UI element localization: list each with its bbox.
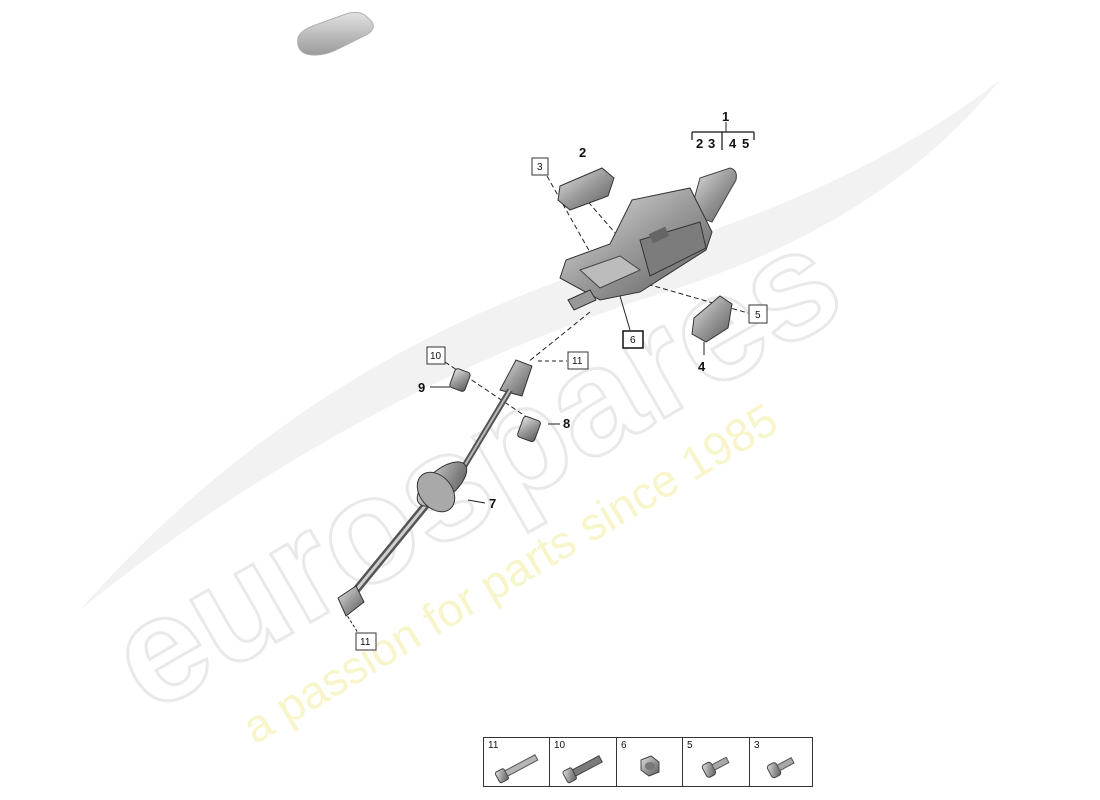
short-screw-icon: [701, 756, 730, 778]
boxed-callout-5-text: 5: [755, 310, 761, 321]
legend-cell-3: 3: [750, 738, 814, 786]
sleeve-part-8: [517, 415, 541, 443]
intermediate-shaft: [459, 359, 533, 472]
steering-column-assembly: [559, 167, 737, 311]
boxed-callout-10-text: 10: [430, 351, 442, 362]
legend-cell-11: 11: [484, 738, 550, 786]
boxed-callout-10: 10: [426, 346, 446, 365]
callout-7: 7: [489, 496, 496, 511]
callout-2: 2: [579, 145, 586, 160]
legend-number: 10: [554, 740, 566, 751]
bracket-item-5: 5: [742, 136, 749, 151]
switch-module: [557, 167, 615, 211]
sleeve-part-9: [449, 368, 471, 392]
legend-number: 11: [488, 740, 499, 751]
assembly-bracket: [691, 131, 755, 150]
boxed-callout-11-upper: 11: [567, 351, 589, 370]
boxed-callout-11-upper-text: 11: [572, 356, 583, 367]
boxed-callout-11-lower-text: 11: [360, 637, 371, 648]
boxed-callout-3-text: 3: [537, 162, 543, 173]
lower-shaft-with-boot: [337, 461, 468, 617]
car-thumbnail-icon: [297, 11, 374, 56]
callout-1: 1: [722, 109, 729, 124]
bracket-item-2: 2: [696, 136, 703, 151]
long-bolt-icon: [494, 754, 539, 784]
nut-icon: [640, 755, 660, 777]
bracket-item-3: 3: [708, 136, 715, 151]
fastener-legend: 11 10 6 5: [483, 737, 813, 787]
bolt-icon: [562, 755, 603, 784]
boxed-callout-3: 3: [531, 157, 549, 176]
boxed-callout-11-lower: 11: [355, 632, 377, 651]
watermark-brand: eurospares: [82, 193, 866, 743]
boxed-callout-6: 6: [622, 330, 644, 349]
callout-9: 9: [418, 380, 425, 395]
short-screw-icon: [766, 757, 795, 779]
legend-cell-10: 10: [550, 738, 617, 786]
callout-8: 8: [563, 416, 570, 431]
legend-number: 3: [754, 740, 760, 751]
legend-number: 5: [687, 740, 693, 751]
bracket-item-4: 4: [729, 136, 737, 151]
watermark: eurospares a passion for parts since 198…: [80, 80, 1000, 754]
legend-cell-6: 6: [617, 738, 683, 786]
callout-4: 4: [698, 359, 706, 374]
legend-number: 6: [621, 740, 627, 751]
boxed-callout-6-text: 6: [630, 335, 636, 346]
boxed-callout-5: 5: [748, 304, 768, 324]
legend-cell-5: 5: [683, 738, 750, 786]
control-unit: [691, 295, 733, 343]
